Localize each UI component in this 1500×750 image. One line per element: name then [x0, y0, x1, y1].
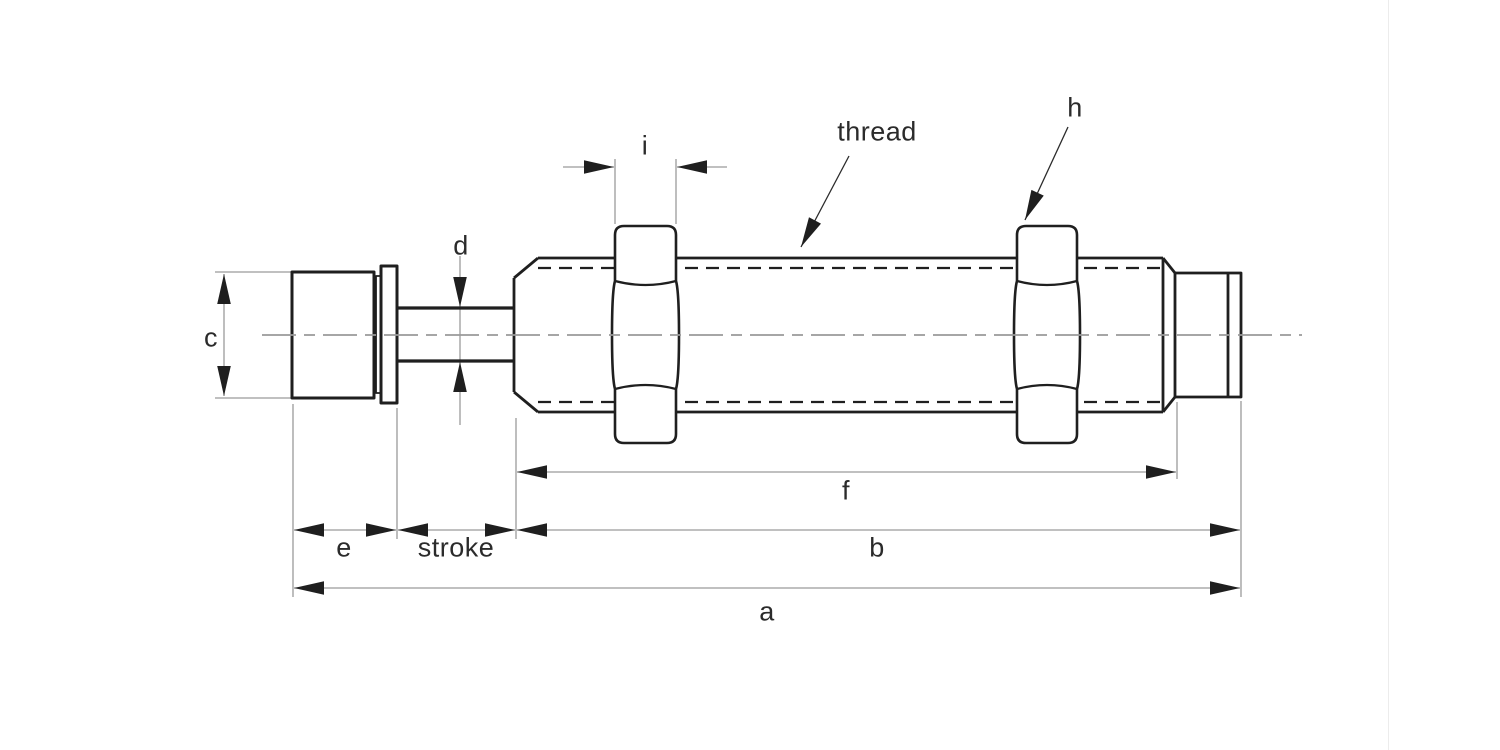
hex-nut-left-facet-bottom: [614, 383, 677, 391]
dim-label-f: f: [841, 475, 851, 506]
dim-label-h: h: [1067, 92, 1083, 123]
dim-label-e: e: [336, 532, 352, 563]
dim-label-d: d: [453, 230, 469, 261]
hex-nut-right-facet-top: [1016, 279, 1078, 287]
page-edge-line: [1388, 0, 1389, 750]
hex-nut-left-facet-top: [614, 279, 677, 287]
body-left-chamfer-bottom: [513, 390, 539, 414]
hex-nut-right-facet-bottom: [1016, 383, 1078, 391]
h-leader: [1024, 126, 1069, 221]
dim-label-i: i: [641, 130, 649, 161]
dim-label-a: a: [759, 596, 775, 627]
thread-leader: [800, 155, 850, 248]
body-right-chamfer-bottom: [1161, 396, 1177, 413]
body-left-chamfer-top: [513, 256, 539, 280]
body-right-chamfer-top: [1161, 257, 1177, 274]
leader-lines: [800, 126, 1069, 248]
dimension-lines: [215, 159, 1242, 597]
dim-label-b: b: [869, 532, 885, 563]
thread-label: thread: [837, 116, 917, 147]
stroke-label: stroke: [417, 532, 495, 563]
dim-label-c: c: [204, 322, 218, 353]
